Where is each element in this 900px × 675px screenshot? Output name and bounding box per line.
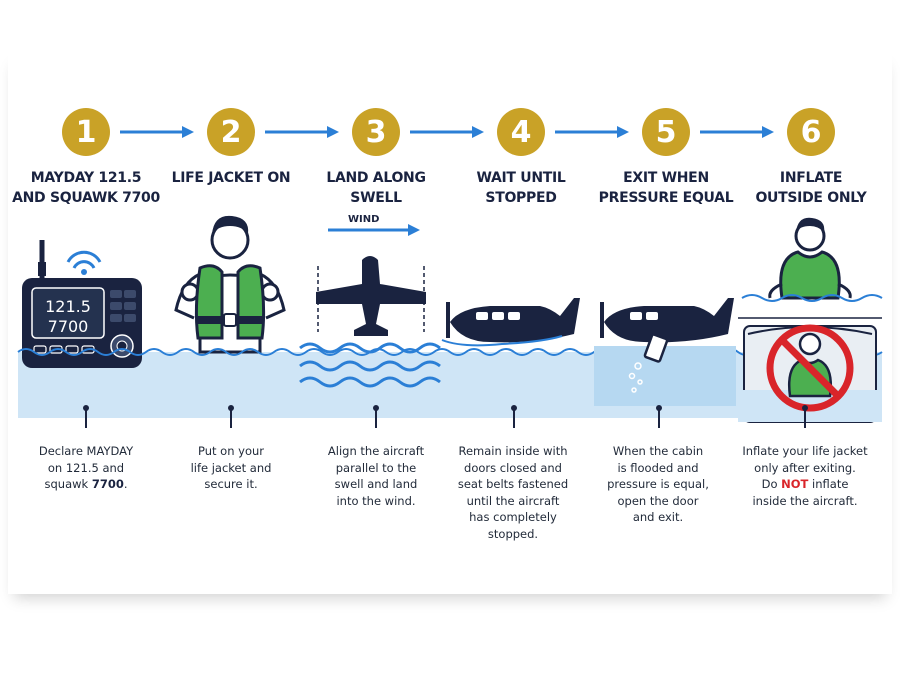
desc-line: Put on your <box>197 444 265 458</box>
step-5-marker <box>658 408 660 428</box>
step-5-marker-dot <box>656 405 662 411</box>
inflate-outside-illustration <box>738 217 883 423</box>
arrow-right-icon <box>120 126 194 138</box>
arrow-right-icon <box>700 126 774 138</box>
step-6-title: INFLATE OUTSIDE ONLY <box>736 168 886 208</box>
desc-line: . <box>123 477 128 491</box>
desc-line: into the wind. <box>336 493 416 508</box>
desc-line: open the door <box>617 493 699 508</box>
not-warning-text: NOT <box>781 477 809 491</box>
radio-transceiver-icon: 121.5 7700 <box>22 240 142 368</box>
radio-squawk-code: 7700 <box>48 317 89 336</box>
floating-aircraft-icon <box>441 298 580 347</box>
step-6-title-line: OUTSIDE ONLY <box>755 190 867 206</box>
desc-line: When the cabin <box>612 444 704 458</box>
desc-line: secure it. <box>204 477 258 491</box>
desc-line: squawk <box>44 477 92 491</box>
arrow-right-icon <box>410 126 484 138</box>
desc-line: Align the aircraft <box>327 444 425 458</box>
flooded-aircraft-exit-illustration <box>594 298 736 406</box>
step-4-title-line: STOPPED <box>485 190 557 206</box>
step-2-title-line: LIFE JACKET ON <box>171 170 291 186</box>
desc-line: pressure is equal, <box>607 477 709 491</box>
desc-line: on 121.5 and <box>47 460 125 475</box>
desc-line: swell and land <box>334 477 418 491</box>
arrow-right-icon <box>555 126 629 138</box>
step-4-title: WAIT UNTIL STOPPED <box>446 168 596 208</box>
step-2-description: Put on your life jacket and secure it. <box>162 443 300 493</box>
step-3-title-line: LAND ALONG SWELL <box>326 170 426 206</box>
step-6-marker <box>804 408 806 428</box>
step-2-marker-dot <box>228 405 234 411</box>
desc-line: inside the aircraft. <box>752 493 858 508</box>
desc-line: Do <box>761 477 782 491</box>
desc-line: has completely <box>469 510 557 524</box>
step-3-badge: 3 <box>352 108 400 156</box>
arrow-right-icon <box>265 126 339 138</box>
desc-line: and exit. <box>632 510 684 524</box>
squawk-code-bold: 7700 <box>91 477 124 491</box>
radio-frequency: 121.5 <box>45 297 91 316</box>
desc-line: doors closed and <box>464 460 562 475</box>
step-5-badge: 5 <box>642 108 690 156</box>
desc-line: is flooded and <box>617 460 699 475</box>
person-life-jacket-icon <box>174 215 286 354</box>
desc-line: stopped. <box>487 526 539 541</box>
step-3-description: Align the aircraft parallel to the swell… <box>307 443 445 509</box>
step-3-marker <box>375 408 377 428</box>
step-5-title-line: EXIT WHEN <box>623 170 709 186</box>
land-along-swell-illustration <box>299 224 441 388</box>
step-2-marker <box>230 408 232 428</box>
step-2-badge: 2 <box>207 108 255 156</box>
step-2-title: LIFE JACKET ON <box>156 168 306 188</box>
step-4-badge: 4 <box>497 108 545 156</box>
desc-line: parallel to the <box>335 460 417 475</box>
desc-line: inflate <box>808 477 849 491</box>
step-6-badge: 6 <box>787 108 835 156</box>
step-5-title: EXIT WHEN PRESSURE EQUAL <box>591 168 741 208</box>
step-4-title-line: WAIT UNTIL <box>476 170 566 186</box>
step-5-description: When the cabin is flooded and pressure i… <box>589 443 727 526</box>
step-1-title-line: MAYDAY 121.5 <box>30 170 142 186</box>
step-6-description: Inflate your life jacket only after exit… <box>735 443 875 509</box>
desc-line: until the aircraft <box>466 493 560 508</box>
step-3-marker-dot <box>373 405 379 411</box>
wind-label: WIND <box>348 214 380 225</box>
desc-line: Remain inside with <box>458 444 568 458</box>
step-6-title-line: INFLATE <box>779 170 843 186</box>
step-4-marker <box>513 408 515 428</box>
desc-line: seat belts fastened <box>457 477 569 491</box>
desc-line: Declare MAYDAY <box>38 444 134 458</box>
step-5-title-line: PRESSURE EQUAL <box>598 190 734 206</box>
desc-line: Inflate your life jacket <box>742 444 868 458</box>
step-1-title-line: AND SQUAWK 7700 <box>12 190 160 206</box>
step-4-description: Remain inside with doors closed and seat… <box>444 443 582 542</box>
step-1-marker <box>85 408 87 428</box>
desc-line: only after exiting. <box>754 460 856 475</box>
step-6-marker-dot <box>802 405 808 411</box>
step-3-title: LAND ALONG SWELL <box>301 168 451 208</box>
waterline <box>17 348 883 356</box>
step-1-badge: 1 <box>62 108 110 156</box>
step-1-description: Declare MAYDAY on 121.5 and squawk 7700. <box>17 443 155 493</box>
step-1-marker-dot <box>83 405 89 411</box>
step-4-marker-dot <box>511 405 517 411</box>
desc-line: life jacket and <box>190 460 272 475</box>
